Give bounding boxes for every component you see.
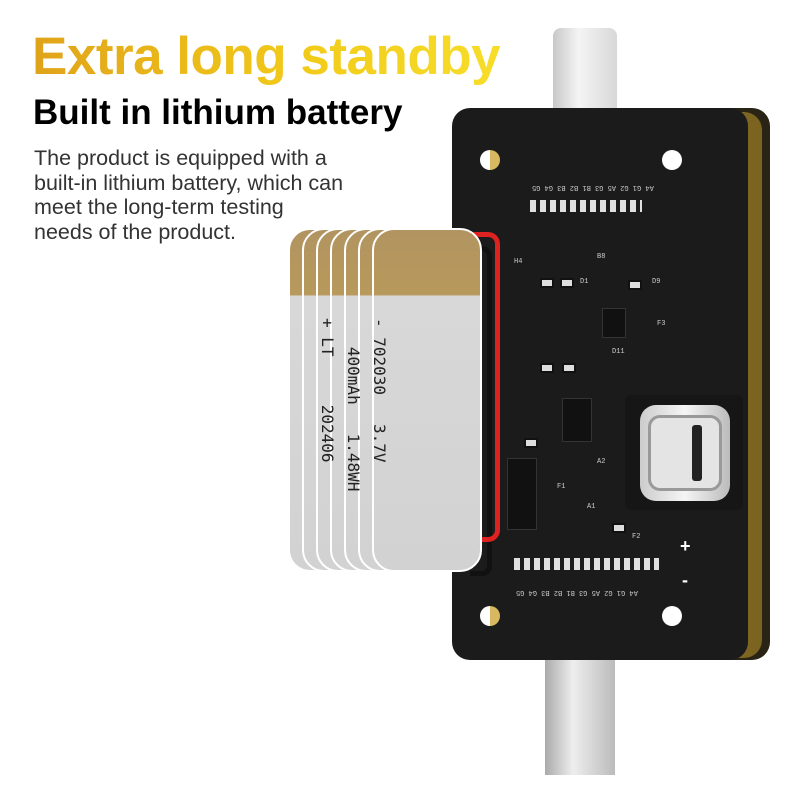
transistor <box>602 308 626 338</box>
label-f2: F2 <box>632 533 641 541</box>
description-line: meet the long-term testing <box>34 195 284 219</box>
label-a1: A1 <box>587 503 596 511</box>
usb-c-port-tongue <box>692 425 702 481</box>
label-f1: F1 <box>557 483 566 491</box>
usb-c-port-opening <box>648 415 722 491</box>
component <box>524 438 538 448</box>
battery-label-line: - 702030 3.7V <box>370 318 389 463</box>
battery-label-line: + LT 202406 <box>318 318 337 463</box>
mount-hole <box>480 606 500 626</box>
component <box>628 280 642 290</box>
label-a2: A2 <box>597 458 606 466</box>
component <box>540 278 554 288</box>
lithium-battery <box>288 228 482 572</box>
mount-hole <box>662 606 682 626</box>
battery-label-line: 400mAh 1.48WH <box>344 318 363 492</box>
minus-label: - <box>682 570 688 590</box>
lightning-connector <box>553 28 617 120</box>
battery-label: - 702030 3.7V 400mAh 1.48WH + LT 202406 <box>314 318 392 558</box>
component <box>540 363 554 373</box>
component <box>560 278 574 288</box>
label-h4: H4 <box>514 258 523 266</box>
description-line: built-in lithium battery, which can <box>34 170 344 195</box>
label-b8: B8 <box>597 253 606 261</box>
usb-c-plug <box>545 655 615 775</box>
description: The product is equipped with a built-in … <box>34 146 343 244</box>
component <box>562 363 576 373</box>
bottom-pin-pads <box>514 558 659 570</box>
label-d9: D9 <box>652 278 661 286</box>
circuit-board: A4 G1 G2 A5 G3 B1 B2 B3 G4 G5 A4 G1 G2 A… <box>452 108 748 660</box>
label-d11: D11 <box>612 348 625 356</box>
subheadline: Built in lithium battery <box>33 93 403 132</box>
battery-wire-red <box>470 232 500 542</box>
mount-hole <box>662 150 682 170</box>
top-pin-labels: A4 G1 G2 A5 G3 B1 B2 B3 G4 G5 <box>532 183 654 191</box>
ic-chip <box>507 458 537 530</box>
label-f3: F3 <box>657 320 666 328</box>
battery-layer <box>372 228 482 572</box>
headline: Extra long standby <box>32 27 501 86</box>
plus-label: + <box>680 536 691 556</box>
bottom-pin-labels: A4 G1 G2 A5 G3 B1 B2 B3 G4 G5 <box>516 588 638 596</box>
ic-chip <box>562 398 592 442</box>
description-line: The product is equipped with a <box>34 146 327 170</box>
top-pin-pads <box>530 200 642 212</box>
component <box>612 523 626 533</box>
description-line: needs of the product. <box>34 219 237 244</box>
label-d1: D1 <box>580 278 589 286</box>
mount-hole <box>480 150 500 170</box>
